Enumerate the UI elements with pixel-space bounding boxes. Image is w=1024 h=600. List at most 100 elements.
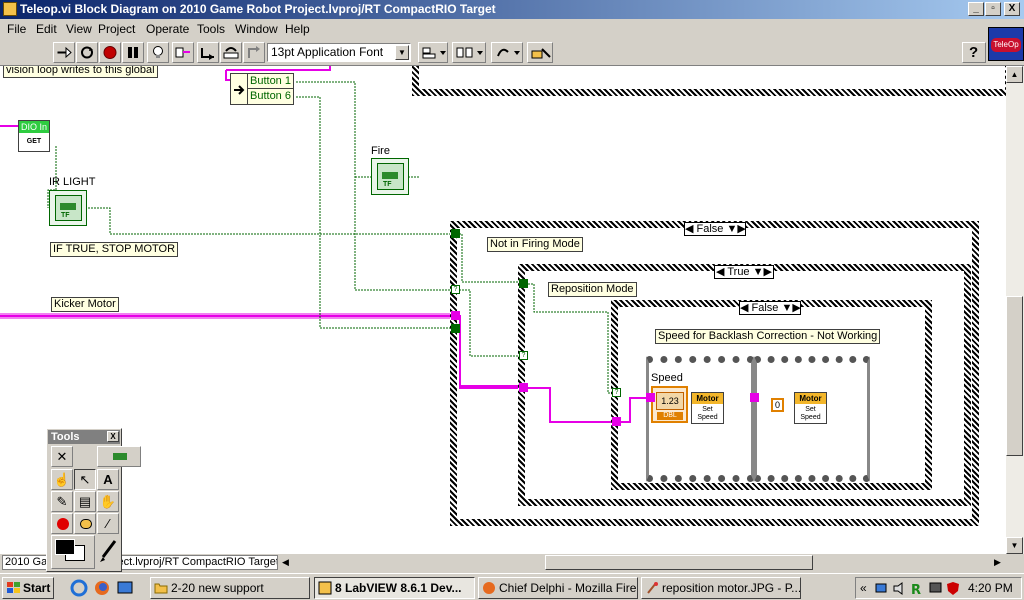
frame2-refnum-tunnel[interactable] [750,393,759,402]
title-bar[interactable]: Teleop.vi Block Diagram on 2010 Game Rob… [0,0,1024,19]
position-tool[interactable]: ↖ [74,469,96,490]
button-1-element[interactable]: Button 1 [247,74,294,89]
case3-selector-terminal[interactable]: ? [612,388,621,397]
speed-control[interactable]: 1.23 DBL [651,386,688,423]
wrench-tool[interactable]: ✕ [51,446,73,467]
run-button[interactable] [53,42,75,63]
case1-selector[interactable]: ◀ False ▼▶ [684,222,746,236]
case2-refnum-tunnel[interactable] [519,383,528,392]
task-firefox[interactable]: Chief Delphi - Mozilla Fire... [478,577,638,599]
task-folder-2-20-new-support[interactable]: 2-20 new support [150,577,310,599]
tray-expand-icon[interactable]: « [860,581,867,595]
probe-tool[interactable] [74,513,96,534]
minimize-button[interactable]: _ [968,2,984,16]
align-objects-button[interactable] [418,42,448,63]
case3-selector-next[interactable]: ▼▶ [781,302,801,314]
ir-light-indicator[interactable]: TF [49,190,87,226]
case2-selector-prev[interactable]: ◀ [716,266,725,278]
maximize-button[interactable]: ▫ [985,2,1001,16]
step-over-button[interactable] [220,42,242,63]
scroll-right-button[interactable]: ▶ [994,557,1001,567]
close-button[interactable]: X [1004,2,1020,16]
case2-selector-next[interactable]: ▼▶ [752,266,772,278]
horizontal-scrollbar[interactable]: 2010 Game Robot Project.lvproj/RT Compac… [0,554,1006,571]
menu-file[interactable]: File [7,22,27,36]
menu-view[interactable]: View [66,22,92,36]
distribute-objects-button[interactable] [452,42,486,63]
horizontal-scroll-thumb[interactable] [545,555,813,570]
vision-loop-comment[interactable]: vision loop writes to this global [3,66,158,78]
vi-connector-icon[interactable]: TeleOp [988,27,1024,61]
labview-app-icon[interactable] [3,2,17,16]
reorder-button[interactable] [491,42,523,63]
clock: 4:20 PM [968,581,1013,595]
auto-tool-selection-button[interactable] [97,446,141,467]
menu-window[interactable]: Window [235,22,278,36]
task-paint[interactable]: reposition motor.JPG - P... [641,577,801,599]
button-6-element[interactable]: Button 6 [247,89,294,104]
menu-operate[interactable]: Operate [146,22,190,36]
case1-refnum-tunnel[interactable] [451,311,460,320]
ie-quicklaunch[interactable] [70,579,88,597]
case2-selector-terminal[interactable]: ? [519,351,528,360]
tools-close-button[interactable]: X [107,431,119,442]
motor-set-speed-vi-2[interactable]: Motor Set Speed [794,392,827,424]
pause-button[interactable] [122,42,144,63]
case2-selector[interactable]: ◀ True ▼▶ [714,265,774,279]
text-settings-dropdown[interactable]: 13pt Application Font ▼ [267,43,411,62]
operate-value-tool[interactable]: ☝ [51,469,73,490]
if-true-stop-motor-comment[interactable]: IF TRUE, STOP MOTOR [50,242,179,257]
case3-refnum-tunnel[interactable] [612,417,621,426]
case3-selector[interactable]: ◀ False ▼▶ [739,301,801,315]
show-desktop-quicklaunch[interactable] [116,579,134,597]
task-labview[interactable]: 8 LabVIEW 8.6.1 Dev... [314,577,475,599]
clean-up-diagram-button[interactable] [527,42,553,63]
breakpoint-tool[interactable] [51,513,73,534]
fire-control[interactable]: TF [371,158,409,195]
case2-boolean-tunnel[interactable] [519,279,528,288]
highlight-execution-button[interactable] [147,42,169,63]
case1-selector-terminal[interactable]: ? [451,285,460,294]
connect-wire-tool[interactable]: ✎ [51,491,73,512]
dio-in-get-vi[interactable]: DIO In GET [18,120,50,152]
get-color-tool[interactable]: ⁄ [97,513,119,534]
frame1-refnum-tunnel[interactable] [646,393,655,402]
menu-edit[interactable]: Edit [36,22,57,36]
scroll-left-button[interactable]: ◀ [282,557,289,567]
motor-set-speed-vi-1[interactable]: Motor Set Speed [691,392,724,424]
case3-selector-prev[interactable]: ◀ [740,302,749,314]
edit-text-tool[interactable]: A [97,469,119,490]
menu-tools[interactable]: Tools [197,22,226,36]
backlash-correction-label[interactable]: Speed for Backlash Correction - Not Work… [655,329,881,344]
step-into-button[interactable] [197,42,219,63]
scroll-down-button[interactable]: ▼ [1006,537,1023,554]
paintbrush-tool[interactable] [97,535,119,569]
reposition-mode-label[interactable]: Reposition Mode [548,282,637,297]
abort-button[interactable] [99,42,121,63]
menu-project[interactable]: Project [98,22,136,36]
run-continuously-button[interactable] [76,42,98,63]
block-diagram-canvas[interactable]: vision loop writes to this global Button… [0,66,1006,554]
scroll-up-button[interactable]: ▲ [1006,66,1023,83]
step-out-button[interactable] [243,42,265,63]
kicker-motor-label[interactable]: Kicker Motor [51,297,119,312]
case1-boolean-tunnel-2[interactable] [451,324,460,333]
set-color-tool[interactable] [51,535,95,569]
zero-constant[interactable]: 0 [771,398,784,412]
case1-boolean-tunnel[interactable] [451,229,460,238]
unbundle-by-name-node[interactable]: Button 1 Button 6 [230,73,294,105]
firefox-quicklaunch[interactable] [93,579,111,597]
retain-wire-values-button[interactable] [172,42,194,63]
case1-selector-prev[interactable]: ◀ [685,223,694,235]
object-shortcut-menu-tool[interactable]: ▤ [74,491,96,512]
partial-loop-structure[interactable] [412,66,1006,96]
menu-help[interactable]: Help [285,22,310,36]
vertical-scroll-thumb[interactable] [1006,296,1023,456]
start-button[interactable]: Start [2,577,54,599]
case1-selector-next[interactable]: ▼▶ [726,223,746,235]
vertical-scrollbar[interactable]: ▲ ▼ [1006,66,1024,554]
tools-palette[interactable]: Tools X ✕ ☝ ↖ A ✎ ▤ ✋ ⁄ [46,428,141,572]
scroll-tool[interactable]: ✋ [97,491,119,512]
context-help-button[interactable]: ? [962,42,986,63]
not-in-firing-mode-label[interactable]: Not in Firing Mode [487,237,583,252]
